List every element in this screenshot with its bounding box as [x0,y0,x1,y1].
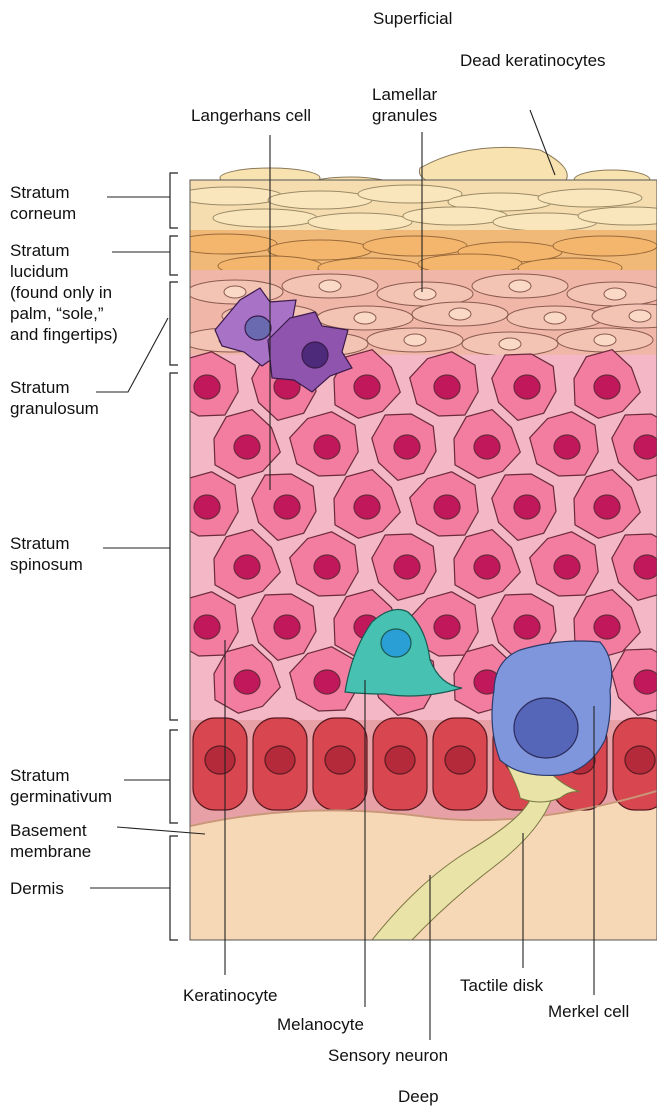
granulosum-nucleus [319,280,341,292]
granulosum-nucleus [629,310,651,322]
keratinocyte-nucleus [354,375,380,399]
keratinocyte-nucleus [314,435,340,459]
superficial-label: Superficial [373,8,452,29]
keratinocyte-nucleus [434,615,460,639]
keratinocyte-nucleus [314,555,340,579]
basal-nucleus [325,746,355,774]
keratinocyte-nucleus [474,555,500,579]
keratinocyte-nucleus [394,435,420,459]
keratinocyte-nucleus [594,495,620,519]
granulosum-nucleus [499,338,521,350]
corneum-cell [213,209,317,227]
keratinocyte-nucleus [634,670,657,694]
stratum-granulosum-label: Stratum granulosum [10,377,99,419]
lucidum-cell [363,236,467,256]
keratinocyte-nucleus [634,555,657,579]
basal-nucleus [625,746,655,774]
corneum-cell [308,213,412,231]
stratum-germinativum-label: Stratum germinativum [10,765,112,807]
granulosum-nucleus [414,288,436,300]
basement-membrane-label: Basement membrane [10,820,91,862]
dead-keratinocytes-label: Dead keratinocytes [460,50,606,71]
keratinocyte-nucleus [434,495,460,519]
keratinocyte-nucleus [514,375,540,399]
corneum-cell [358,185,462,203]
corneum-cell [178,187,282,205]
granulosum-nucleus [224,286,246,298]
keratinocyte-nucleus [594,375,620,399]
granulosum-nucleus [449,308,471,320]
keratinocyte-nucleus [274,615,300,639]
keratinocyte-nucleus [354,495,380,519]
keratinocyte-nucleus [554,555,580,579]
keratinocyte-label: Keratinocyte [183,985,278,1006]
keratinocyte-nucleus [514,615,540,639]
basal-nucleus [445,746,475,774]
corneum-cell [268,191,372,209]
corneum-cell [403,207,507,225]
tactile-disk-label: Tactile disk [460,975,543,996]
langerhans-cell-label: Langerhans cell [191,105,311,126]
granulosum-nucleus [594,334,616,346]
layer-brackets [170,173,178,940]
granulosum-nucleus [354,312,376,324]
keratinocyte-nucleus [194,375,220,399]
keratinocyte-nucleus [194,495,220,519]
granulosum-nucleus [604,288,626,300]
keratinocyte-nucleus [634,435,657,459]
melanocyte-label: Melanocyte [277,1014,364,1035]
basal-nucleus [265,746,295,774]
keratinocyte-nucleus [554,435,580,459]
lamellar-granules-label: Lamellar granules [372,84,437,126]
keratinocyte-nucleus [234,670,260,694]
keratinocyte-nucleus [594,615,620,639]
keratinocyte-nucleus [394,555,420,579]
lucidum-cell [553,236,657,256]
keratinocyte-nucleus [274,495,300,519]
corneum-cell [538,189,642,207]
granulosum-nucleus [404,334,426,346]
keratinocyte-nucleus [434,375,460,399]
granulosum-nucleus [544,312,566,324]
keratinocyte-nucleus [194,615,220,639]
stratum-spinosum-label: Stratum spinosum [10,533,83,575]
dermis-label: Dermis [10,878,64,899]
keratinocyte-nucleus [234,435,260,459]
granulosum-nucleus [509,280,531,292]
stratum-lucidum-label: Stratum lucidum (found only in palm, “so… [10,240,118,345]
basal-nucleus [205,746,235,774]
keratinocyte-nucleus [314,670,340,694]
keratinocyte-nucleus [234,555,260,579]
deep-label: Deep [398,1086,439,1107]
sensory-neuron-label: Sensory neuron [328,1045,448,1066]
stratum-corneum-label: Stratum corneum [10,182,76,224]
lucidum-cell [173,234,277,254]
keratinocyte-nucleus [474,435,500,459]
keratinocyte-nucleus [514,495,540,519]
basal-nucleus [385,746,415,774]
merkel-cell-label: Merkel cell [548,1001,629,1022]
